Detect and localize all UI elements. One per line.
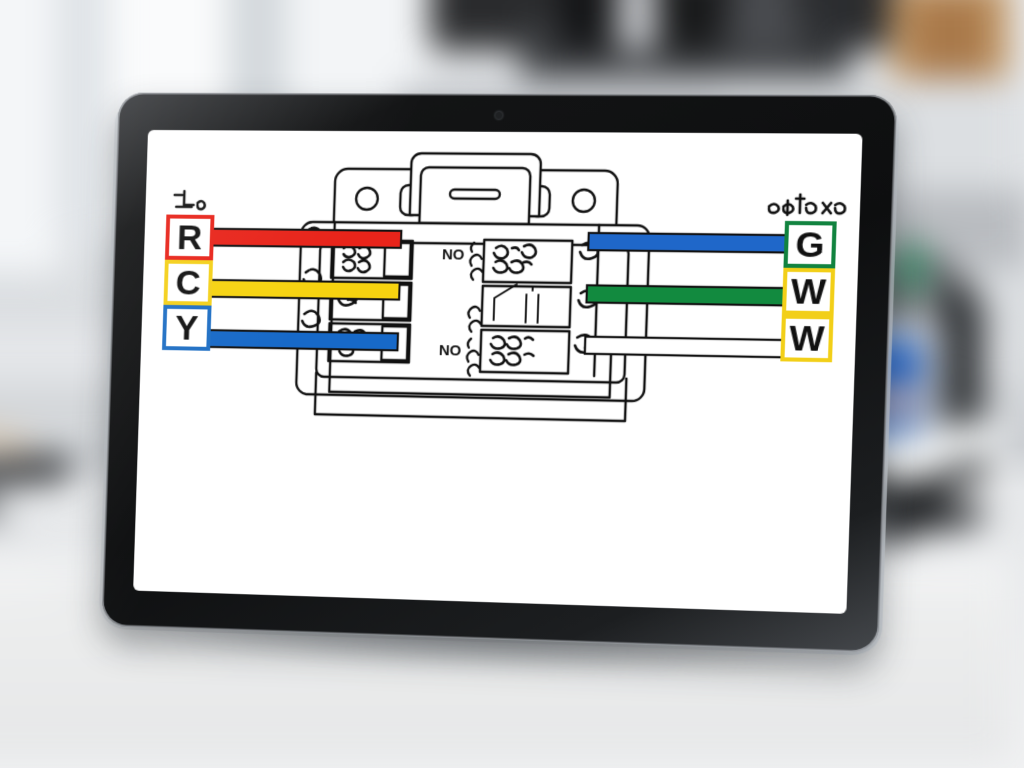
rotated-contact-labels	[466, 241, 484, 378]
terminal-label-R[interactable]: R	[164, 214, 215, 261]
green-wire	[587, 286, 790, 305]
terminal-label-W2-text: W	[789, 317, 826, 359]
right-contact-markings	[488, 244, 537, 365]
red-wire	[210, 229, 401, 247]
label-no-top: NO	[442, 247, 465, 263]
terminal-label-R-text: R	[177, 217, 203, 257]
tablet-device[interactable]: .ln { fill:none; stroke:#111; stroke-wid…	[98, 92, 901, 684]
right-caption-scribble	[769, 194, 846, 215]
label-no-bottom: NO	[439, 343, 462, 360]
blue-wire-right	[589, 233, 792, 252]
tablet-screen[interactable]: .ln { fill:none; stroke:#111; stroke-wid…	[133, 129, 863, 614]
terminal-label-W1[interactable]: W	[781, 267, 836, 316]
left-label-boxes[interactable]: R C Y	[161, 214, 215, 351]
white-wire	[585, 337, 789, 358]
terminal-label-Y-text: Y	[175, 308, 200, 348]
device-top-tab	[409, 153, 541, 224]
left-caption-scribble	[174, 191, 205, 209]
right-label-boxes[interactable]: G W W	[780, 220, 837, 363]
right-wires[interactable]	[585, 233, 793, 357]
terminal-label-W2[interactable]: W	[780, 314, 834, 363]
terminal-label-Y[interactable]: Y	[161, 304, 212, 351]
front-camera-icon	[494, 111, 503, 119]
left-wires[interactable]	[206, 229, 401, 351]
terminal-label-G-text: G	[795, 224, 825, 266]
terminal-label-C[interactable]: C	[163, 259, 214, 306]
terminal-label-W1-text: W	[790, 270, 827, 312]
terminal-label-C-text: C	[175, 262, 201, 302]
wiring-diagram[interactable]: .ln { fill:none; stroke:#111; stroke-wid…	[133, 130, 862, 614]
blue-wire-left	[207, 331, 397, 350]
terminal-label-G[interactable]: G	[783, 220, 837, 269]
yellow-wire	[208, 280, 399, 299]
